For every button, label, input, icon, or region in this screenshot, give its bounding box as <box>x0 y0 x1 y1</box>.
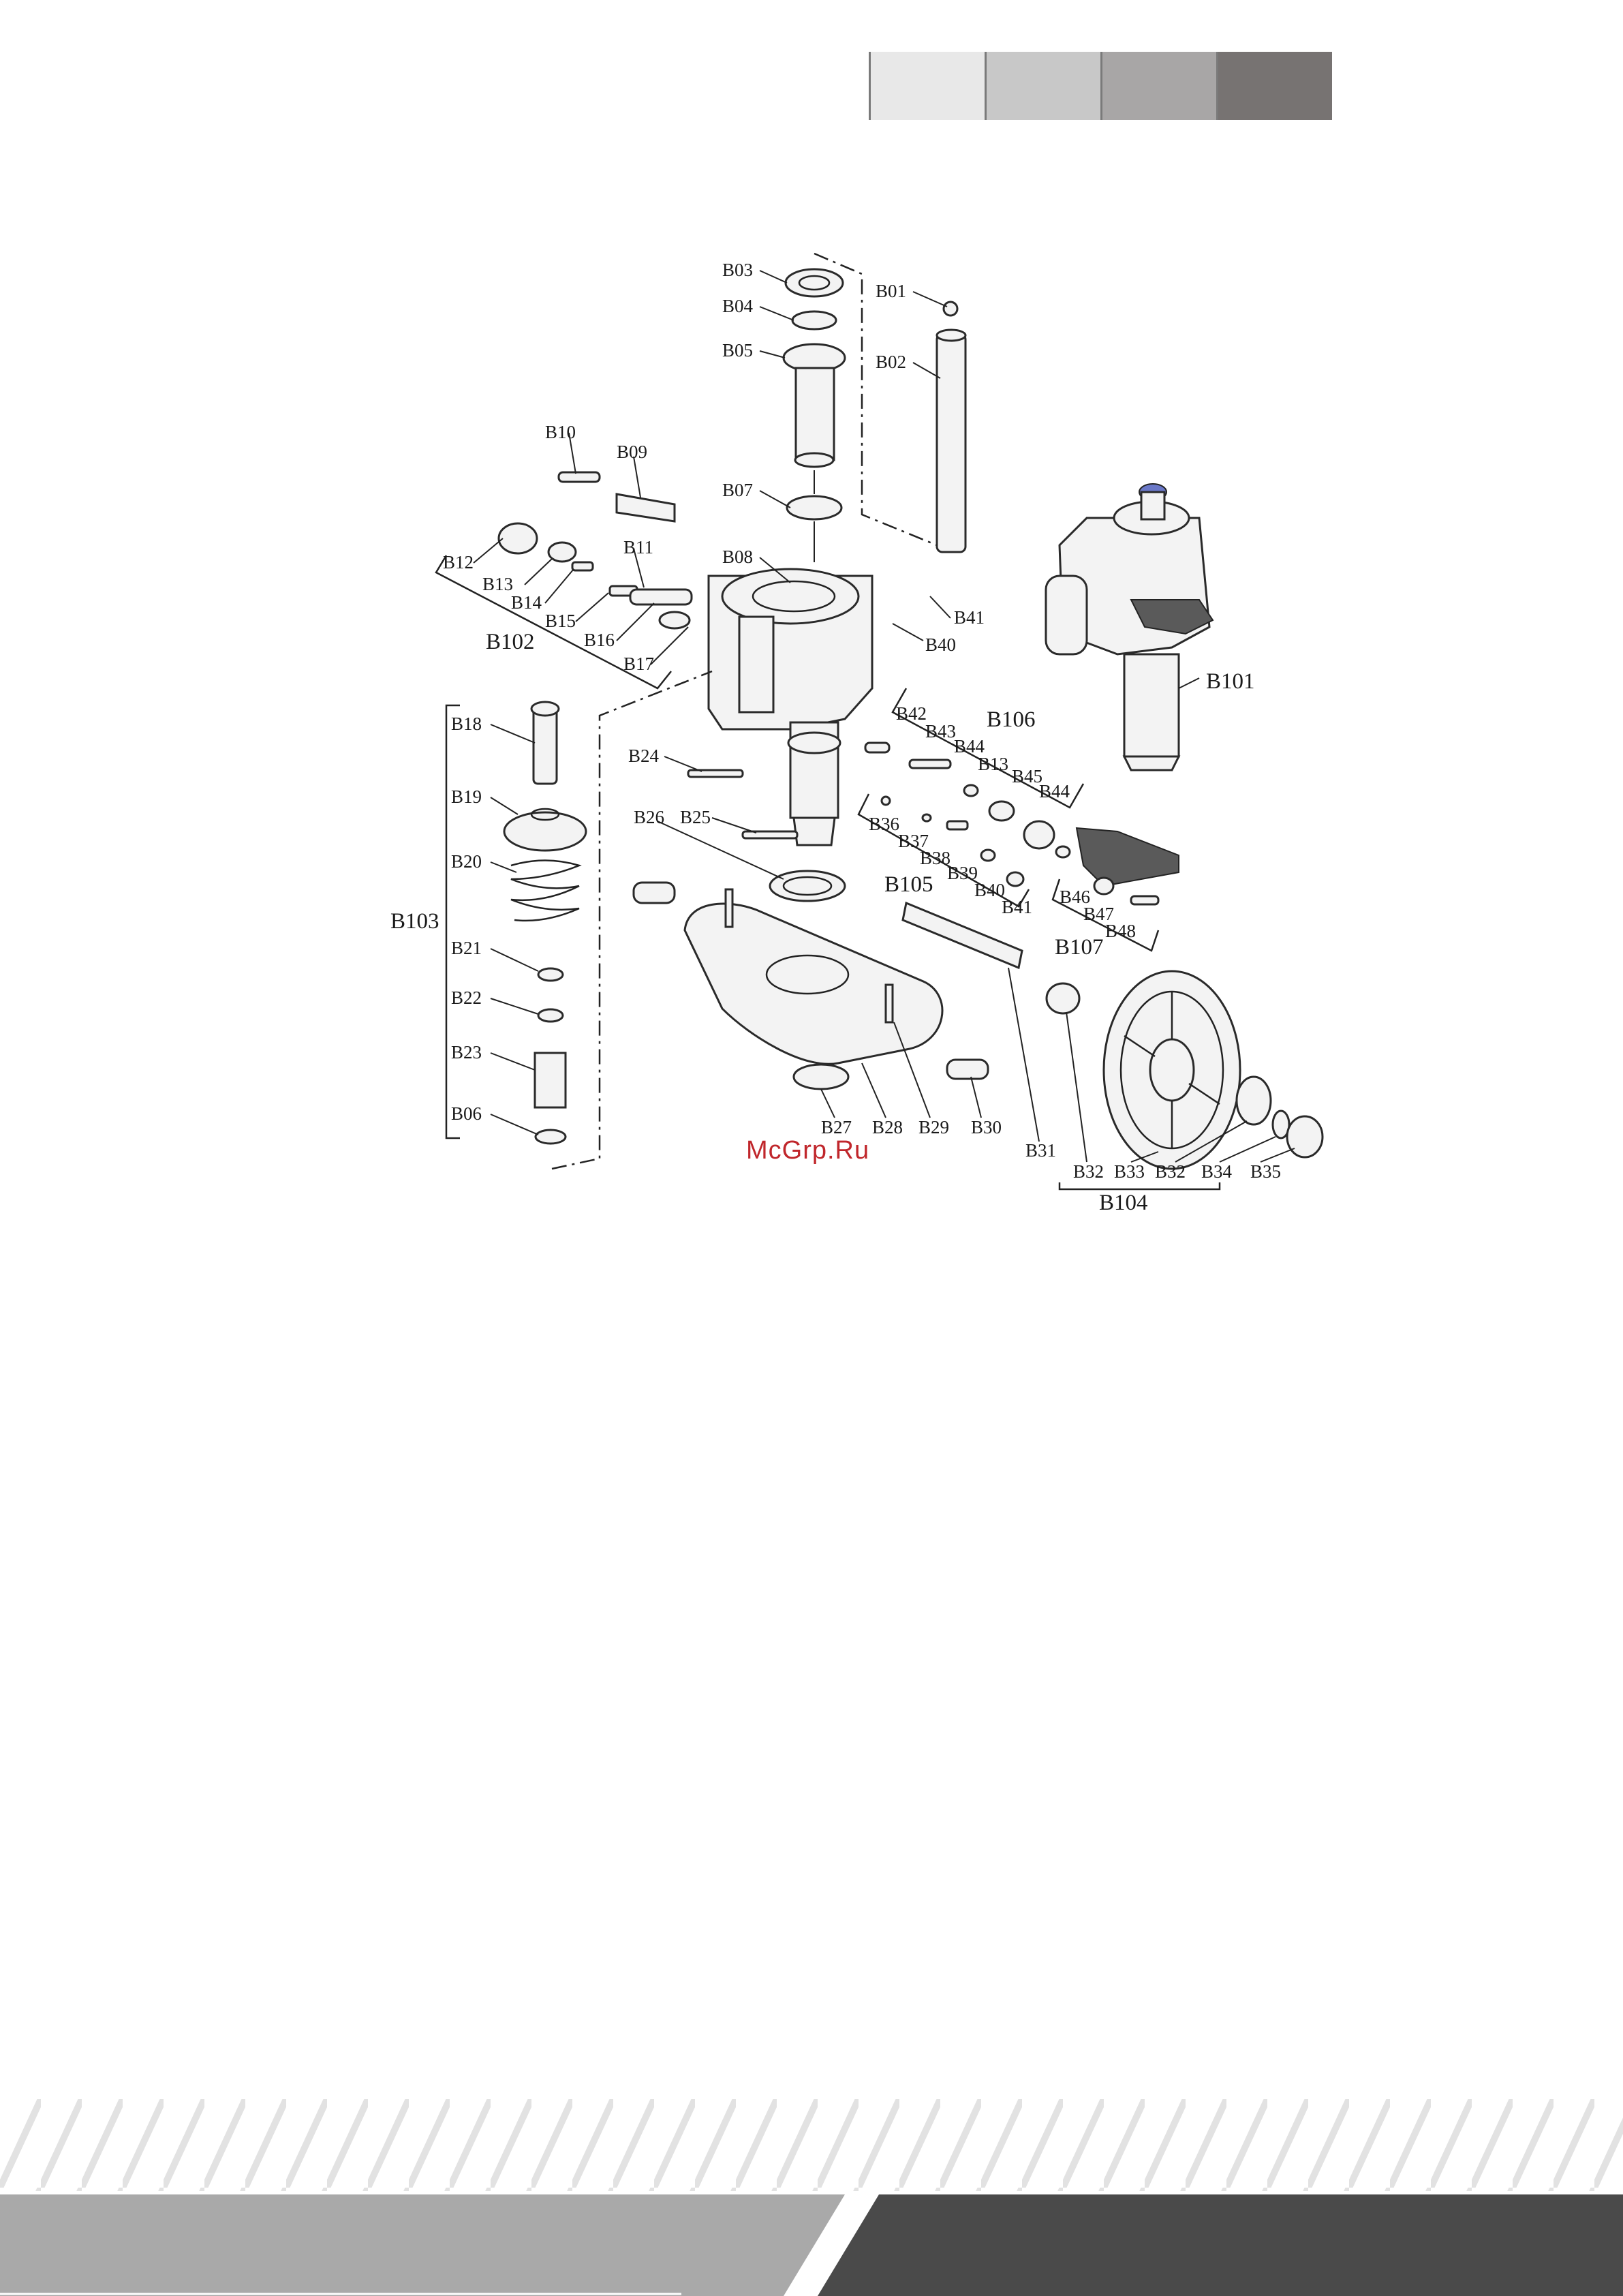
label-b38: B38 <box>920 848 950 868</box>
label-b41a: B41 <box>954 607 985 628</box>
group-b107: B107 <box>1055 935 1104 960</box>
label-b01: B01 <box>876 281 906 301</box>
group-b104: B104 <box>1099 1191 1148 1215</box>
label-b19: B19 <box>451 786 482 807</box>
label-b31: B31 <box>1025 1140 1056 1161</box>
watermark: McGrp.Ru <box>746 1136 869 1165</box>
label-b24: B24 <box>628 746 660 766</box>
wheel-assembly-b104 <box>903 903 1323 1169</box>
label-b28: B28 <box>872 1117 903 1137</box>
label-b09: B09 <box>617 442 647 462</box>
label-b40b: B40 <box>974 880 1005 900</box>
label-b05: B05 <box>722 340 753 361</box>
label-b12: B12 <box>443 552 474 572</box>
pump-column-parts <box>784 269 845 562</box>
group-b105: B105 <box>884 872 933 897</box>
label-b43: B43 <box>925 721 956 741</box>
label-b29: B29 <box>918 1117 949 1137</box>
label-b06: B06 <box>451 1103 482 1124</box>
part-b23-nut <box>535 1053 566 1107</box>
label-b04: B04 <box>722 296 754 316</box>
label-b18: B18 <box>451 714 482 734</box>
footer-dark-band <box>818 2194 1623 2296</box>
label-b03: B03 <box>722 260 753 280</box>
label-b08: B08 <box>722 547 753 567</box>
label-b07: B07 <box>722 480 753 500</box>
label-b42: B42 <box>896 703 927 724</box>
part-b18-pin <box>534 709 557 784</box>
label-b32a: B32 <box>1073 1161 1104 1182</box>
label-b35: B35 <box>1250 1161 1281 1182</box>
label-b27: B27 <box>821 1117 852 1137</box>
part-b03-seal <box>786 269 843 296</box>
part-b04-ring <box>792 311 836 329</box>
label-b48: B48 <box>1105 921 1136 941</box>
assembled-unit-b101 <box>1046 484 1213 770</box>
label-b14: B14 <box>511 592 542 613</box>
label-b02: B02 <box>876 352 906 372</box>
label-b22: B22 <box>451 988 482 1008</box>
label-b10: B10 <box>545 422 576 442</box>
label-b45: B45 <box>1012 766 1042 786</box>
group-b102: B102 <box>486 630 535 654</box>
label-b32b: B32 <box>1155 1161 1186 1182</box>
label-b17: B17 <box>623 654 654 674</box>
label-b34: B34 <box>1201 1161 1233 1182</box>
part-b01-ball <box>944 302 957 316</box>
label-b26: B26 <box>634 807 664 827</box>
label-b36: B36 <box>869 814 899 834</box>
group-b103: B103 <box>390 909 439 934</box>
label-b13a: B13 <box>482 574 513 594</box>
label-b33: B33 <box>1114 1161 1145 1182</box>
pump-body-b08 <box>709 569 872 845</box>
label-b41b: B41 <box>1002 897 1032 917</box>
label-b40a: B40 <box>925 634 956 655</box>
part-b19-cap <box>504 812 586 851</box>
label-b21: B21 <box>451 938 482 958</box>
part-b05-sleeve <box>796 368 834 460</box>
label-b20: B20 <box>451 851 482 872</box>
label-b15: B15 <box>545 611 576 631</box>
label-b13b: B13 <box>978 754 1008 774</box>
label-b23: B23 <box>451 1042 482 1062</box>
group-b101: B101 <box>1206 669 1255 694</box>
label-b30: B30 <box>971 1117 1002 1137</box>
exploded-parts-diagram: B03 B04 B05 B01 B02 B07 B08 B10 B09 B11 … <box>0 0 1623 2099</box>
footer-band <box>0 2099 1623 2296</box>
label-b39: B39 <box>947 863 978 883</box>
group-b106: B106 <box>987 707 1036 732</box>
label-b44b: B44 <box>1039 781 1070 801</box>
part-b20-spring <box>511 861 579 921</box>
part-b07-seal <box>787 496 841 519</box>
label-b25: B25 <box>680 807 711 827</box>
footer-light-band <box>0 2194 845 2296</box>
part-b02-piston <box>937 334 965 552</box>
spring-stack-b103 <box>504 671 712 1169</box>
label-b16: B16 <box>584 630 615 650</box>
label-b11: B11 <box>623 537 653 557</box>
